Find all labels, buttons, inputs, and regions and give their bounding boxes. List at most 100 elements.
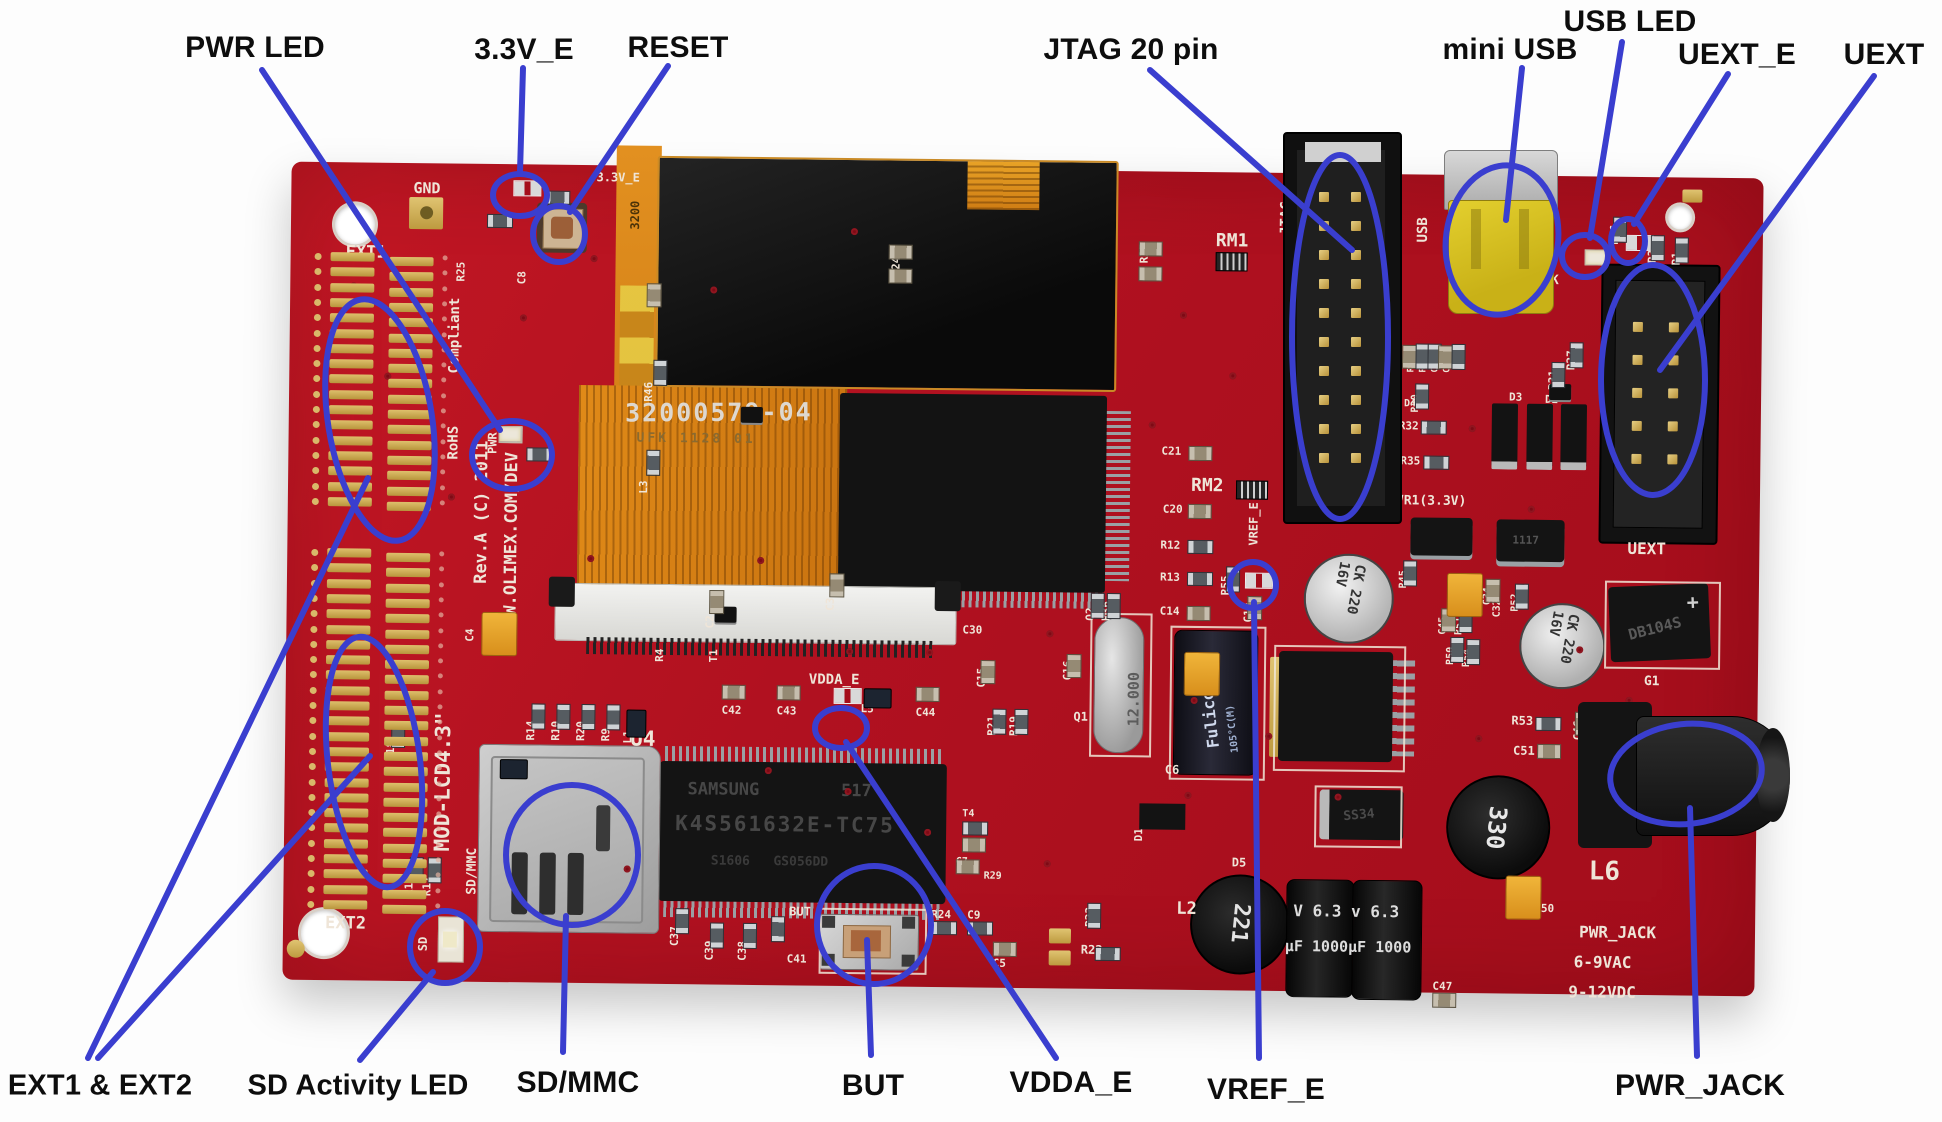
led-component [498,426,522,443]
mini-usb-body [1448,200,1554,314]
res-component [646,449,661,476]
silkscreen-vddae: VDDA_E [808,671,860,689]
cap-component [1186,605,1211,622]
jtag-pin [1319,453,1329,463]
silkscreen-rm1: RM1 [1215,230,1249,252]
silkscreen-r25: R25 [454,261,468,282]
jtag-pin [1351,308,1361,318]
leader-line [517,65,526,175]
ecap-marking-2: µF 1000µF 1000 [1284,936,1412,957]
mount-hole-top-left [334,204,376,245]
sd-spring-slot-1 [511,852,528,915]
callout-label-v33e: 3.3V_E [474,33,574,66]
silkscreen-rm2: RM2 [1190,474,1224,497]
silkscreen-c41: C41 [786,952,807,966]
ind-component [499,759,528,780]
res-component [1414,383,1430,410]
rm-component [1235,480,1269,500]
silkscreen-q1: Q1 [1073,709,1088,724]
res-component [1186,571,1214,587]
res-component [1423,455,1450,470]
jmp-component [1625,234,1654,252]
callout-label-uext-e: UEXT_E [1678,38,1796,71]
inductor-330: 330 [1445,774,1551,880]
cap-component [980,660,996,685]
silkscreen-c14: C14 [1159,604,1180,618]
res-component [531,703,546,730]
jtag-cavity [1297,150,1385,506]
callout-label-jtag: JTAG 20 pin [1043,33,1219,66]
cap-component [992,941,1017,957]
res-component [1535,716,1562,732]
gnd-pad-hole [420,206,434,220]
rm-component [1215,252,1248,272]
ffc-latch-right [934,581,961,612]
silkscreen-gnd: GND [413,179,441,198]
silkscreen-usb: USB [1414,217,1432,243]
sdram-chip: SAMSUNG 517 K4S561632E-TC75 S1606 GS056D… [658,760,947,905]
cap-component [955,859,980,875]
cap-component [646,283,662,308]
silkscreen-d1: D1 [1132,828,1146,842]
vreg-2-marking: 1117 [1512,533,1540,547]
flex-tab-code: 3200 [627,200,643,230]
silkscreen-69vac: 6-9VAC [1573,952,1632,972]
res-component [1090,592,1105,619]
jmp-component [513,180,542,197]
uext-pin [1632,321,1643,333]
silkscreen-but: BUT [789,904,811,919]
res-component [653,359,668,386]
jtag-pin [1319,337,1329,347]
mount-hole-top-right [1668,205,1693,230]
res-component [674,908,690,935]
silkscreen-pwr: PWR [485,432,500,455]
silkscreen-912vdc: 9-12VDC [1568,982,1636,1002]
uext-pin [1668,355,1679,366]
res-component [1014,708,1029,736]
lcd-controller-ic [837,392,1108,593]
ss14-component [1139,803,1186,830]
dio-component [1560,404,1588,471]
callout-label-uext: UEXT [1843,38,1925,71]
silkscreen-c42: C42 [721,703,742,717]
silkscreen-c30: C30 [962,623,983,637]
res-component [992,708,1007,735]
jtag-pin [1351,395,1361,405]
jtag-pin [1319,366,1329,376]
res-component [930,920,958,936]
silkscreen-wwwolimexcomdev: WWW.OLIMEX.COM/DEV [500,451,523,637]
mini-usb-groove-1 [1471,209,1481,269]
cap-component [1188,445,1213,462]
jtag-pin [1351,366,1361,376]
jtag-connector [1283,132,1402,524]
ffc-connector [554,582,957,646]
res-component [1225,566,1241,593]
vreg-2: 1117 [1496,519,1565,563]
uext-pin [1668,322,1679,333]
jtag-pin [1351,192,1361,202]
tant-component [1446,572,1484,618]
jtag-pin [1351,424,1361,434]
ffc-latch-left [548,576,575,607]
silkscreen-r4: R4 [653,648,667,662]
res-component [709,922,725,949]
jtag-pin [1319,279,1329,289]
cap-ck-1: CK 220 16V [1303,553,1395,645]
res-component [486,213,514,229]
lcd-cover [655,155,1119,393]
jtag-pin [1351,250,1361,260]
gold-component [1048,928,1072,944]
tant-component [1505,875,1542,920]
silkscreen-l2: L2 [1176,898,1197,919]
callout-label-ext1-ext2: EXT1 & EXT2 [7,1069,193,1102]
silkscreen-rohs: RoHS [445,425,462,460]
callout-label-pwr-led: PWR LED [185,31,325,64]
callout-label-mini-usb: mini USB [1442,33,1578,66]
silkscreen-r13: R13 [1159,570,1180,584]
callout-label-sd-mmc: SD/MMC [516,1066,640,1099]
uext-e-pad [1682,189,1703,203]
res-component [606,704,621,731]
ind-component [626,709,647,738]
res-component [1514,583,1529,610]
uext-cavity [1612,279,1706,529]
